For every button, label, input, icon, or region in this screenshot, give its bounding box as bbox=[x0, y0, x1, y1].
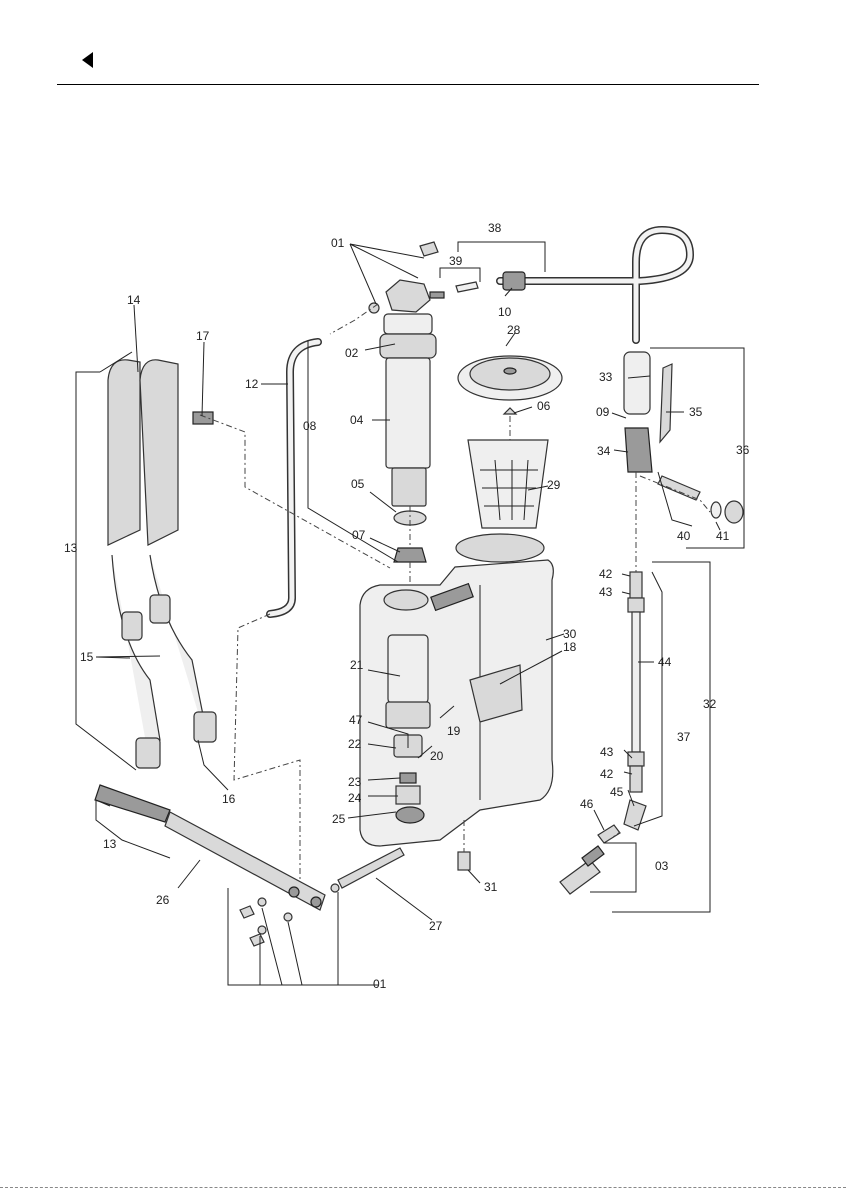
drawing-layer bbox=[95, 230, 743, 946]
part-label: 15 bbox=[80, 650, 94, 664]
part-label: 23 bbox=[348, 775, 362, 789]
part-label: 34 bbox=[597, 444, 611, 458]
part-label: 18 bbox=[563, 640, 577, 654]
part-label: 26 bbox=[156, 893, 170, 907]
part-label: 06 bbox=[537, 399, 551, 413]
part-label: 28 bbox=[507, 323, 521, 337]
part-label: 29 bbox=[547, 478, 561, 492]
part-label: 01 bbox=[373, 977, 387, 991]
part-label: 39 bbox=[449, 254, 463, 268]
part-label: 13 bbox=[103, 837, 117, 851]
hose-nut-10 bbox=[503, 272, 525, 290]
part-label: 14 bbox=[127, 293, 141, 307]
part-label: 36 bbox=[736, 443, 750, 457]
part-label: 05 bbox=[351, 477, 365, 491]
part-label: 20 bbox=[430, 749, 444, 763]
part-label: 10 bbox=[498, 305, 512, 319]
part-label: 37 bbox=[677, 730, 691, 744]
part-label: 07 bbox=[352, 528, 366, 542]
part-label: 13 bbox=[64, 541, 78, 555]
part-label: 43 bbox=[600, 745, 614, 759]
part-label: 32 bbox=[703, 697, 717, 711]
page-bottom-edge bbox=[0, 1187, 846, 1188]
part-label: 17 bbox=[196, 329, 210, 343]
part-label: 44 bbox=[658, 655, 672, 669]
part-label: 08 bbox=[303, 419, 317, 433]
part-label: 30 bbox=[563, 627, 577, 641]
part-label: 25 bbox=[332, 812, 346, 826]
part-label: 22 bbox=[348, 737, 362, 751]
part-label: 31 bbox=[484, 880, 498, 894]
part-label: 02 bbox=[345, 346, 359, 360]
part-label: 42 bbox=[599, 567, 613, 581]
part-label: 12 bbox=[245, 377, 259, 391]
part-label: 21 bbox=[350, 658, 364, 672]
part-label: 03 bbox=[655, 859, 669, 873]
part-label: 43 bbox=[599, 585, 613, 599]
part-label: 35 bbox=[689, 405, 703, 419]
part-label: 01 bbox=[331, 236, 345, 250]
part-label: 19 bbox=[447, 724, 461, 738]
part-label: 09 bbox=[596, 405, 610, 419]
part-label: 47 bbox=[349, 713, 363, 727]
part-label: 40 bbox=[677, 529, 691, 543]
part-label: 04 bbox=[350, 413, 364, 427]
part-label: 42 bbox=[600, 767, 614, 781]
part-label: 27 bbox=[429, 919, 443, 933]
part-label: 33 bbox=[599, 370, 613, 384]
part-label: 41 bbox=[716, 529, 730, 543]
part-label: 38 bbox=[488, 221, 502, 235]
part-label: 45 bbox=[610, 785, 624, 799]
part-label: 16 bbox=[222, 792, 236, 806]
part-label: 46 bbox=[580, 797, 594, 811]
part-label: 24 bbox=[348, 791, 362, 805]
